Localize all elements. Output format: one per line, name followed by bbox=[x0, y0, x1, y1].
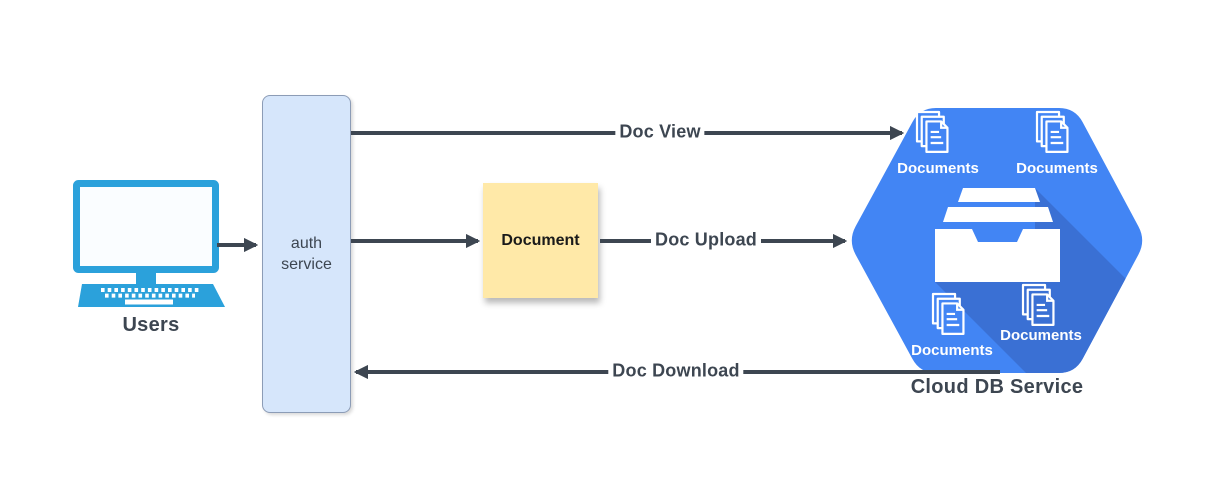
documents-label: Documents bbox=[911, 342, 993, 359]
documents-label: Documents bbox=[897, 160, 979, 177]
auth-service-node[interactable]: auth service bbox=[262, 95, 351, 413]
monitor-stand-icon bbox=[136, 273, 156, 284]
hexagon-inner-shadow bbox=[935, 188, 1143, 373]
users-label: Users bbox=[122, 314, 180, 336]
documents-icon bbox=[1021, 283, 1055, 327]
edge-label-doc-upload: Doc Upload bbox=[650, 229, 762, 251]
desktop-computer-icon bbox=[73, 180, 225, 307]
documents-label: Documents bbox=[1000, 327, 1082, 344]
filestore-cabinet-icon bbox=[935, 188, 1060, 282]
cloud-db-node[interactable]: Documents Documents Documents Documents bbox=[851, 108, 1226, 480]
documents-label: Documents bbox=[1016, 160, 1098, 177]
cloud-db-label: Cloud DB Service bbox=[910, 376, 1084, 398]
users-node[interactable]: Users bbox=[73, 180, 229, 337]
document-note-node[interactable]: Document bbox=[483, 183, 598, 298]
auth-service-label: auth service bbox=[281, 235, 332, 273]
edge-label-doc-download: Doc Download bbox=[608, 360, 744, 382]
documents-icon bbox=[1035, 110, 1069, 154]
documents-icon bbox=[931, 292, 965, 336]
keyboard-spacebar-icon bbox=[125, 299, 173, 305]
monitor-icon bbox=[73, 180, 219, 273]
documents-icon bbox=[915, 110, 949, 154]
document-note-label: Document bbox=[501, 231, 580, 249]
edge-label-doc-view: Doc View bbox=[615, 121, 705, 143]
